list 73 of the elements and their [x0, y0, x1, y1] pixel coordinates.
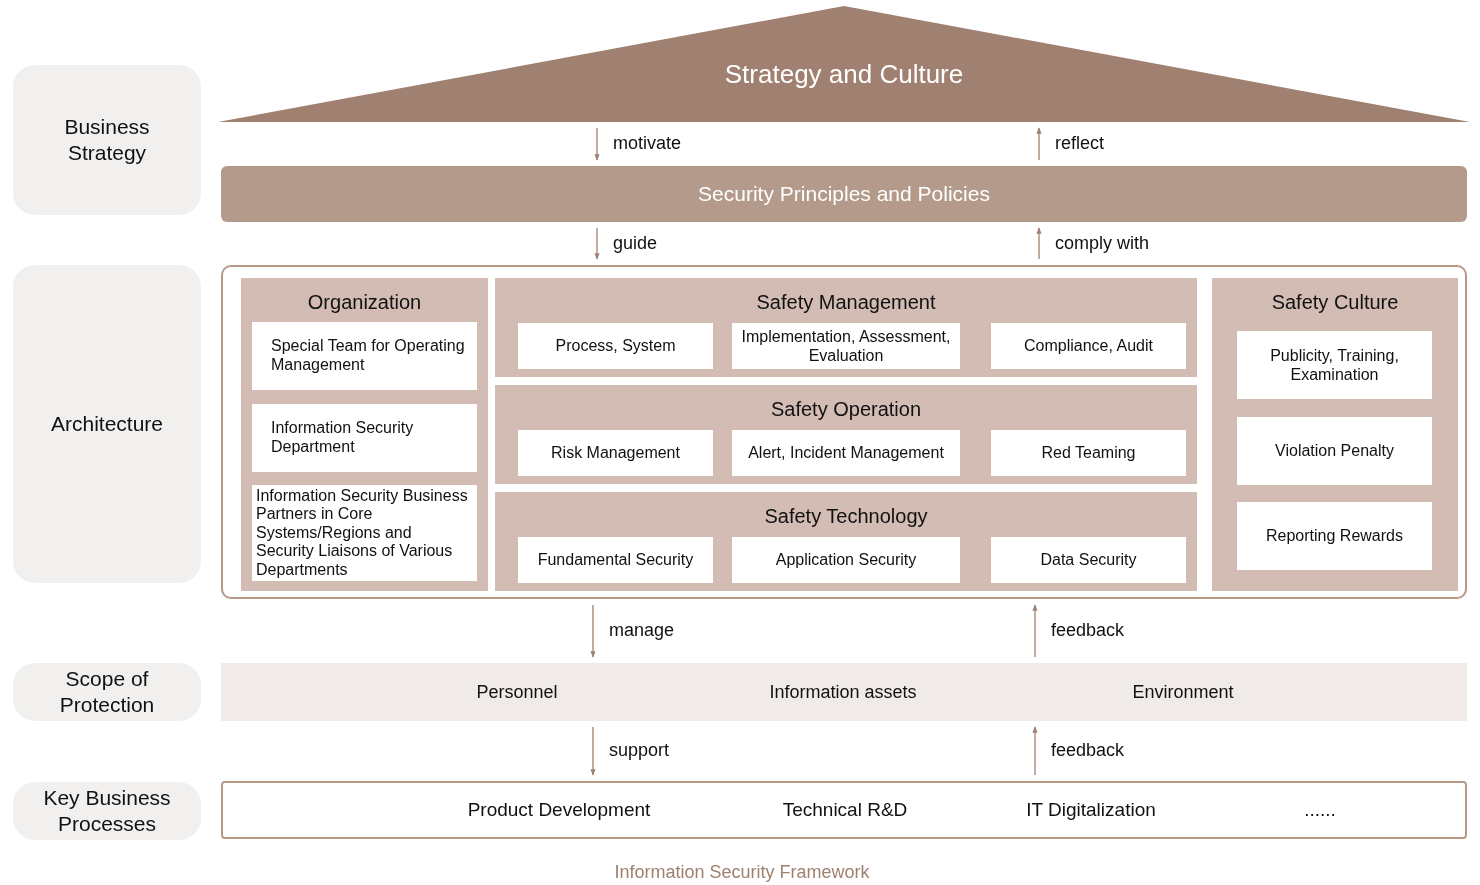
item-box: [518, 430, 713, 476]
label-text: ......: [1304, 799, 1336, 821]
caption: Information Security Framework: [613, 862, 871, 883]
edge-label: motivate: [613, 133, 682, 154]
label-text: Strategy and Culture: [724, 58, 964, 90]
label-text: Violation Penalty: [1275, 441, 1394, 461]
category-panel: [495, 278, 1197, 377]
label-text: Compliance, Audit: [1024, 336, 1153, 356]
label-text: Information assets: [769, 681, 917, 703]
panel-title: Safety Management: [755, 291, 937, 314]
label-text: Reporting Rewards: [1266, 526, 1403, 546]
category-panel: [495, 492, 1197, 591]
label-text: Technical R&D: [782, 799, 908, 821]
policy-bar: [221, 166, 1467, 222]
item-box: [1237, 502, 1432, 570]
edge-label: reflect: [1055, 133, 1105, 154]
label-text: Security Principles and Policies: [698, 182, 990, 206]
item-box: [252, 404, 477, 472]
item-box: [991, 430, 1186, 476]
panel-title: Safety Operation: [769, 398, 923, 421]
arrow: [594, 127, 600, 161]
architecture-frame: [221, 265, 1467, 599]
category-panel: [241, 278, 488, 591]
arrow: [1032, 726, 1038, 776]
item-box: [518, 537, 713, 583]
label-text: Alert, Incident Management: [748, 443, 944, 463]
label-text: Information Security Department: [271, 419, 415, 457]
item-box: [991, 537, 1186, 583]
arrow: [590, 726, 596, 776]
panel-title: Safety Culture: [1270, 291, 1400, 314]
arrow: [1036, 127, 1042, 161]
edge-label: support: [609, 740, 670, 761]
item-box: [518, 323, 713, 369]
label-text: Key Business Processes: [43, 784, 171, 837]
arrow: [1036, 227, 1042, 260]
item-box: [732, 323, 960, 369]
edge-label: guide: [613, 232, 658, 254]
roof-banner: [218, 6, 1470, 122]
panel-title: Organization: [306, 291, 423, 314]
category-panel: [495, 385, 1197, 484]
item-box: [732, 430, 960, 476]
label-text: Environment: [1132, 681, 1234, 703]
label-text: Data Security: [1040, 550, 1137, 570]
item-box: [1237, 417, 1432, 485]
arrow: [1032, 604, 1038, 658]
label-text: Personnel: [476, 681, 558, 703]
item-box: [732, 537, 960, 583]
label-text: Process, System: [555, 336, 676, 356]
label-text: Special Team for Operating Management: [271, 337, 466, 375]
label-text: Red Teaming: [1041, 443, 1136, 463]
arrow: [590, 604, 596, 658]
item-box: [252, 322, 477, 390]
label-text: Information Security Business Partners in Core Systems/Regions and Security Liaisons of Various Departments: [256, 486, 469, 580]
edge-label: manage: [609, 620, 675, 641]
label-text: Fundamental Security: [537, 550, 694, 570]
label-text: Architecture: [50, 410, 163, 437]
item-box: [1237, 331, 1432, 399]
label-text: IT Digitalization: [1026, 799, 1156, 821]
edge-label: feedback: [1051, 620, 1125, 641]
label-text: Product Development: [467, 799, 651, 821]
arrow: [594, 227, 600, 260]
label-text: Application Security: [775, 550, 917, 570]
label-text: Risk Management: [551, 443, 680, 463]
label-text: Scope of Protection: [58, 665, 156, 718]
category-panel: [1212, 278, 1458, 591]
label-text: Business Strategy: [63, 113, 151, 166]
item-box: [991, 323, 1186, 369]
process-band: [221, 781, 1467, 839]
edge-label: feedback: [1051, 740, 1125, 761]
label-text: Implementation, Assessment, Evaluation: [740, 326, 952, 366]
edge-label: comply with: [1055, 232, 1150, 254]
panel-title: Safety Technology: [763, 505, 929, 528]
label-text: Publicity, Training, Examination: [1269, 345, 1400, 385]
